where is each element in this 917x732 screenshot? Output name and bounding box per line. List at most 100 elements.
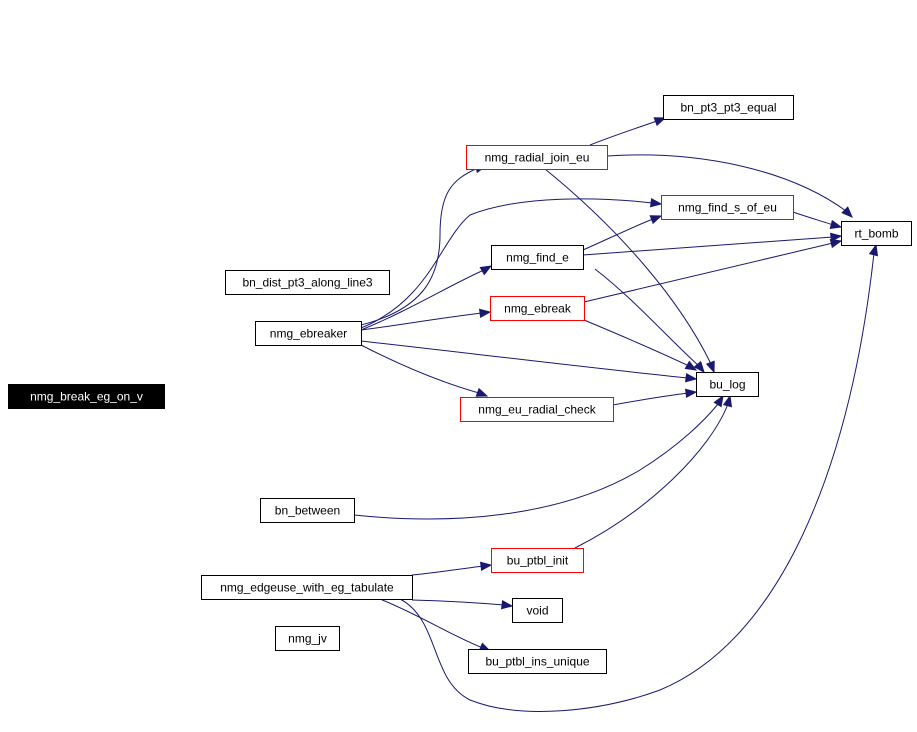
arrowhead — [684, 388, 698, 399]
node-box[interactable] — [490, 296, 585, 321]
node-box[interactable] — [661, 195, 794, 220]
arrowhead — [479, 561, 493, 572]
arrowhead — [649, 215, 663, 225]
edge-nmg_find_e-to-bu_log — [594, 268, 705, 374]
node-box[interactable] — [201, 575, 413, 600]
node-nmg-find-e[interactable]: nmg_find_e — [491, 245, 584, 270]
node-label: nmg_radial_join_eu — [485, 151, 590, 165]
arrowhead — [653, 117, 667, 127]
node-box[interactable] — [466, 145, 608, 170]
arrowhead — [829, 238, 843, 249]
edge-nmg_edgeuse_with_eg_tabulate-to-rt_bomb — [399, 243, 879, 712]
node-label: void — [526, 604, 548, 618]
edge-nmg_radial_join_eu-to-bn_pt3_pt3_equal — [589, 117, 667, 146]
node-box[interactable] — [468, 649, 607, 674]
node-void[interactable]: void — [512, 598, 563, 623]
edge-nmg_radial_join_eu-to-rt_bomb — [606, 154, 853, 218]
node-bn-dist-pt3-along-line3[interactable]: bn_dist_pt3_along_line3 — [225, 270, 390, 295]
node-label: nmg_break_eg_on_v — [30, 390, 143, 404]
edge-line — [574, 403, 729, 549]
node-label: nmg_jv — [288, 632, 327, 646]
node-box[interactable] — [663, 95, 794, 120]
node-nmg-eu-radial-check[interactable]: nmg_eu_radial_check — [460, 397, 614, 422]
edge-line — [583, 319, 690, 367]
node-rt-bomb[interactable]: rt_bomb — [841, 221, 912, 246]
node-nmg-edgeuse-with-eg-tabulate[interactable]: nmg_edgeuse_with_eg_tabulate — [201, 575, 413, 600]
node-nmg-ebreak[interactable]: nmg_ebreak — [490, 296, 585, 321]
node-box[interactable] — [225, 270, 390, 295]
node-nmg-ebreaker[interactable]: nmg_ebreaker — [255, 321, 362, 346]
node-root[interactable]: nmg_break_eg_on_v — [8, 384, 165, 409]
node-label: bu_ptbl_ins_unique — [485, 655, 589, 669]
edge-line — [583, 242, 834, 303]
node-bu-ptbl-init[interactable]: bu_ptbl_init — [491, 548, 584, 573]
node-nmg-find-s-of-eu[interactable]: nmg_find_s_of_eu — [661, 195, 794, 220]
node-box[interactable] — [841, 221, 912, 246]
nodes-layer: nmg_break_eg_on_v bn_pt3_pt3_equal nmg_rad… — [8, 95, 912, 674]
edge-nmg_ebreak-to-bu_log — [583, 319, 698, 371]
node-bu-log[interactable]: bu_log — [696, 372, 759, 397]
node-bn-between[interactable]: bn_between — [260, 498, 355, 523]
edge-line — [360, 344, 480, 394]
node-box[interactable] — [491, 245, 584, 270]
node-bn-pt3-pt3-equal[interactable]: bn_pt3_pt3_equal — [663, 95, 794, 120]
edge-nmg_edgeuse_with_eg_tabulate-to-void — [411, 599, 514, 610]
node-box[interactable] — [8, 384, 165, 409]
edge-nmg_find_s_of_eu-to-rt_bomb — [792, 211, 843, 230]
edge-nmg_ebreaker-to-bu_log — [360, 340, 698, 383]
node-label: bu_log — [709, 378, 745, 392]
edge-line — [589, 120, 658, 146]
edge-line — [612, 392, 689, 406]
node-bu-ptbl-ins-unique[interactable]: bu_ptbl_ins_unique — [468, 649, 607, 674]
edge-nmg_ebreak-to-rt_bomb — [583, 238, 843, 303]
edge-nmg_ebreaker-to-nmg_ebreak — [360, 308, 492, 331]
node-box[interactable] — [512, 598, 563, 623]
node-label: nmg_edgeuse_with_eg_tabulate — [220, 581, 394, 595]
arrowhead — [475, 387, 489, 397]
edge-nmg_ebreaker-to-nmg_find_e — [360, 265, 493, 331]
edge-line — [360, 167, 479, 326]
edge-line — [379, 598, 484, 649]
edge-line — [582, 218, 654, 251]
edge-line — [360, 312, 483, 331]
node-box[interactable] — [696, 372, 759, 397]
arrowhead — [479, 265, 493, 276]
node-box[interactable] — [491, 548, 584, 573]
node-label: bn_dist_pt3_along_line3 — [242, 276, 372, 290]
arrowhead — [649, 197, 663, 208]
edge-line — [411, 599, 505, 606]
node-label: bn_between — [275, 504, 340, 518]
node-box[interactable] — [255, 321, 362, 346]
edge-line — [792, 211, 834, 226]
node-label: bn_pt3_pt3_equal — [680, 101, 776, 115]
arrowhead — [684, 372, 698, 383]
node-label: nmg_ebreak — [504, 302, 572, 316]
edge-line — [399, 252, 875, 712]
arrowhead — [829, 219, 843, 230]
arrowhead — [693, 360, 705, 374]
arrowhead — [684, 360, 698, 371]
node-label: nmg_ebreaker — [270, 327, 347, 341]
edge-line — [360, 269, 485, 331]
arrowhead — [829, 232, 843, 243]
arrowhead — [713, 394, 724, 408]
edge-bu_ptbl_init-to-bu_log — [574, 394, 733, 549]
node-box[interactable] — [460, 397, 614, 422]
node-label: nmg_find_s_of_eu — [678, 201, 777, 215]
arrowhead — [478, 308, 492, 319]
edge-bn_between-to-bu_log — [353, 394, 724, 520]
node-nmg-radial-join-eu[interactable]: nmg_radial_join_eu — [466, 145, 608, 170]
node-label: nmg_eu_radial_check — [478, 403, 596, 417]
edge-line — [582, 236, 834, 256]
edge-nmg_ebreaker-to-nmg_eu_radial_check — [360, 344, 489, 397]
arrowhead — [841, 206, 853, 218]
arrowhead — [705, 360, 715, 374]
arrowhead — [722, 394, 733, 408]
node-box[interactable] — [275, 626, 340, 651]
edge-nmg_edgeuse_with_eg_tabulate-to-bu_ptbl_ins_unique — [379, 598, 492, 652]
edge-nmg_edgeuse_with_eg_tabulate-to-bu_ptbl_init — [411, 561, 493, 576]
node-box[interactable] — [260, 498, 355, 523]
node-nmg-jv[interactable]: nmg_jv — [275, 626, 340, 651]
arrowhead — [868, 243, 879, 257]
